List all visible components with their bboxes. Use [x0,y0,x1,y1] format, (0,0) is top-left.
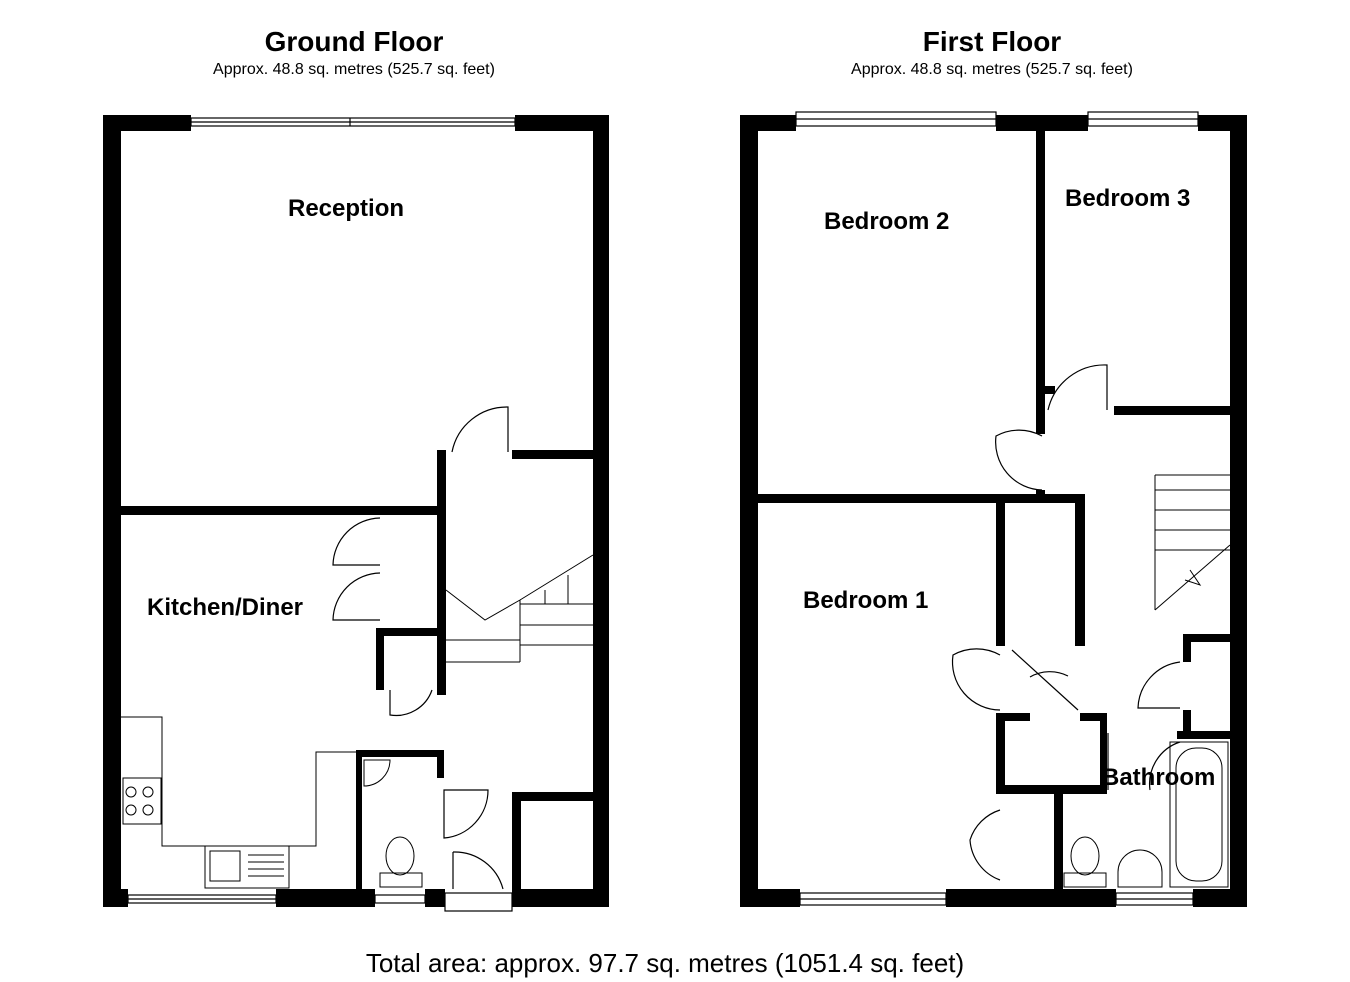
ground-floor-plan [103,115,609,912]
ground-floor-windows [127,117,516,912]
room-label-bathroom: Bathroom [1102,764,1216,791]
ground-floor-stairs [445,554,594,663]
room-label-bedroom-1: Bedroom 1 [803,587,929,614]
first-floor-walls [740,115,1247,907]
ground-floor-title: Ground Floor [264,26,444,57]
room-label-reception: Reception [288,195,405,222]
ground-floor-area: Approx. 48.8 sq. metres (525.7 sq. feet) [213,61,495,78]
first-floor-windows [795,111,1199,906]
room-label-bedroom-2: Bedroom 2 [824,208,950,235]
first-floor-title: First Floor [922,26,1062,57]
kitchen-fittings [121,716,356,889]
room-label-bedroom-3: Bedroom 3 [1065,185,1191,212]
ground-wc-fittings [363,759,423,888]
first-floor-stairs [1154,474,1231,611]
room-label-kitchen-diner: Kitchen/Diner [147,594,304,621]
first-floor-plan [740,111,1247,907]
ground-floor-doors [332,406,509,890]
first-floor-area: Approx. 48.8 sq. metres (525.7 sq. feet) [851,61,1133,78]
ground-floor-walls [103,115,609,907]
bathroom-fittings [1063,741,1229,888]
total-area-caption: Total area: approx. 97.7 sq. metres (105… [365,948,965,978]
first-floor-doors [951,364,1181,881]
